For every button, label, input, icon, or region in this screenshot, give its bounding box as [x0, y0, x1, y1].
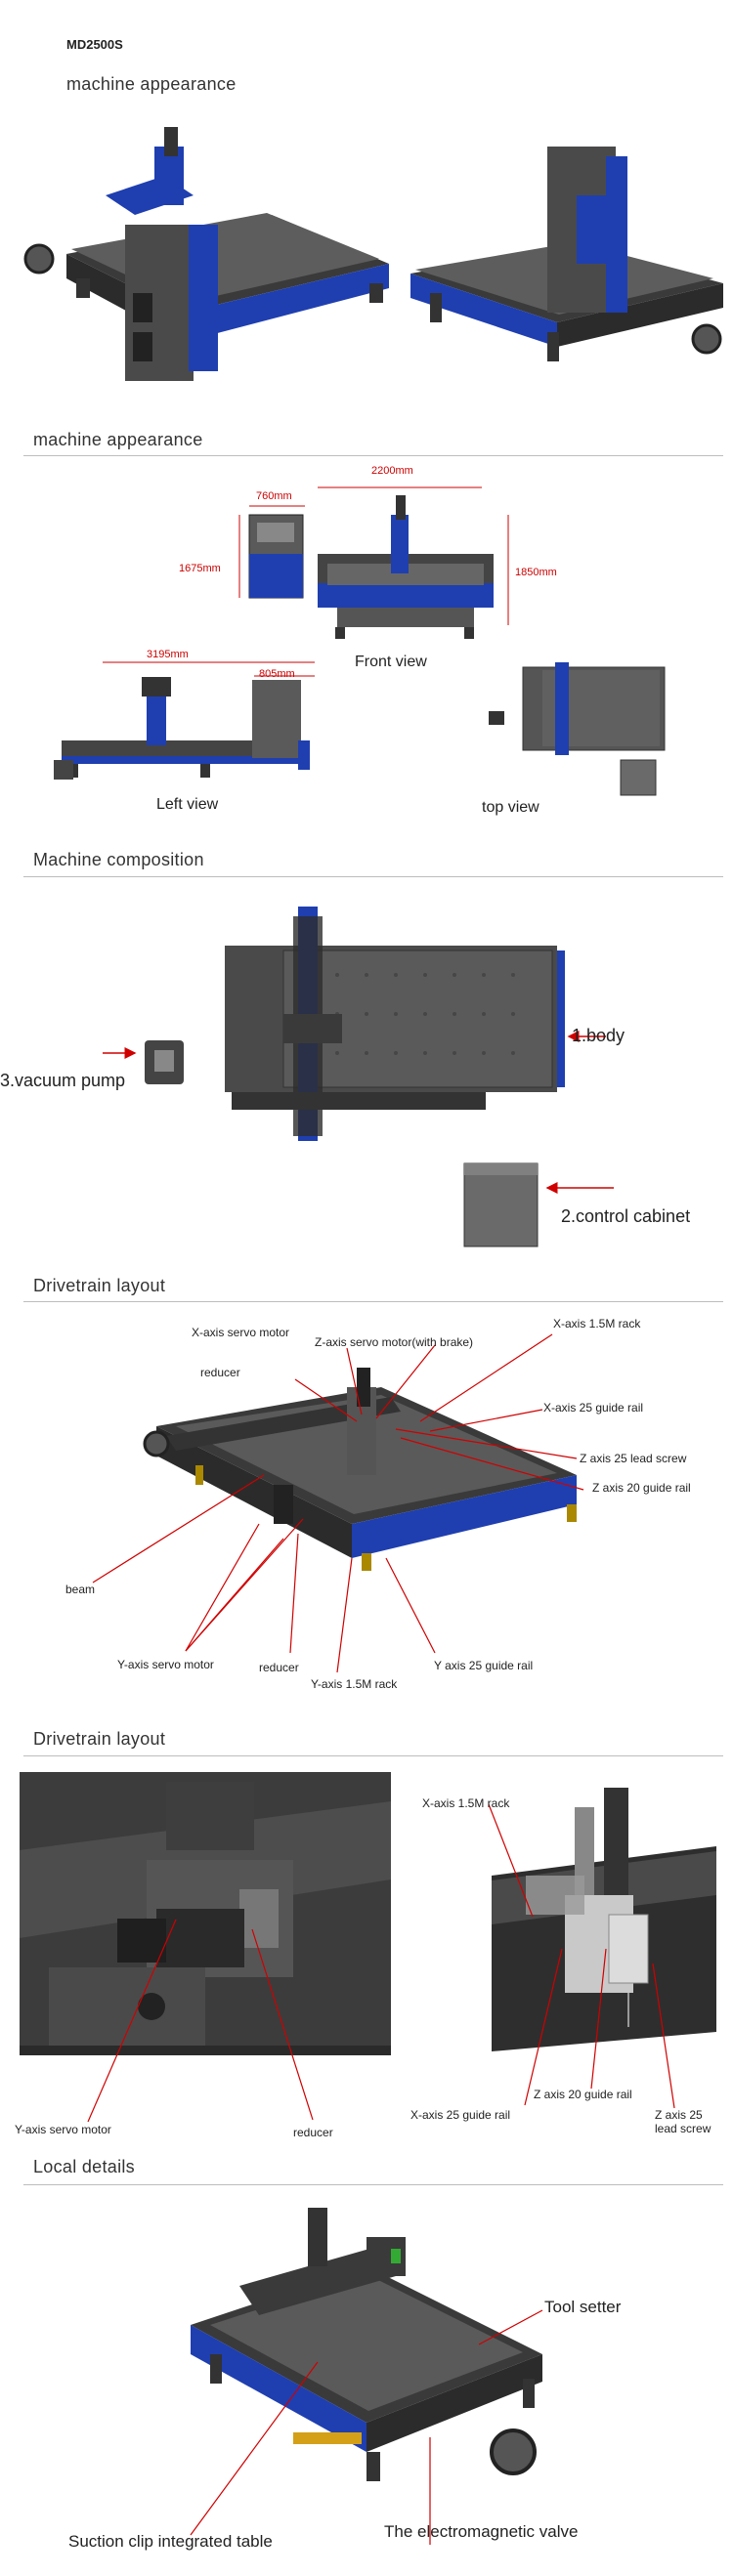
left-view-label: Left view	[156, 796, 219, 813]
label-x-rail: X-axis 25 guide rail	[543, 1401, 644, 1415]
local-details-render	[191, 2208, 542, 2481]
dim-1675: 1675mm	[179, 563, 221, 574]
section-divider	[23, 876, 723, 877]
drivetrain-2-leader-lines	[87, 1803, 675, 2123]
section-title-composition: Machine composition	[33, 850, 204, 869]
dim-805: 805mm	[259, 668, 295, 680]
drivetrain-closeup-right	[492, 1788, 716, 2051]
dim-3195: 3195mm	[147, 649, 189, 660]
label-z-servo: Z-axis servo motor(with brake)	[315, 1335, 474, 1349]
label-z-rail: Z axis 20 guide rail	[592, 1481, 691, 1495]
drivetrain-render-1	[143, 1368, 577, 1571]
label-y-servo-2: Y-axis servo motor	[15, 2123, 111, 2136]
composition-top-view	[225, 907, 565, 1141]
label-control-cabinet: 2.control cabinet	[561, 1206, 691, 1226]
label-y-rack: Y-axis 1.5M rack	[311, 1677, 398, 1691]
label-suction-table: Suction clip integrated table	[68, 2532, 273, 2551]
section-title-appearance: machine appearance	[33, 430, 203, 449]
section-divider	[23, 1301, 723, 1302]
section-divider	[23, 2184, 723, 2185]
section-title-drivetrain-2: Drivetrain layout	[33, 1729, 166, 1749]
front-view-label: Front view	[355, 654, 427, 670]
machine-render-right	[410, 147, 723, 361]
dim-1850: 1850mm	[515, 567, 557, 578]
label-vacuum-pump: 3.vacuum pump	[0, 1071, 126, 1090]
front-view-drawing	[318, 495, 494, 639]
vacuum-pump-icon	[145, 1040, 184, 1084]
dim-lines-cabinet	[103, 486, 509, 677]
label-reducer-bottom: reducer	[259, 1661, 299, 1674]
label-x-rack: X-axis 1.5M rack	[553, 1317, 641, 1330]
machine-render-left	[23, 127, 389, 381]
dim-2200: 2200mm	[371, 465, 413, 477]
label-x-rack-2: X-axis 1.5M rack	[422, 1796, 510, 1810]
label-y-rail: Y axis 25 guide rail	[434, 1659, 534, 1672]
label-beam: beam	[65, 1583, 96, 1596]
label-electromagnetic-valve: The electromagnetic valve	[384, 2522, 579, 2541]
left-view-drawing	[54, 677, 310, 780]
header-title: machine appearance	[66, 74, 237, 94]
label-z-screw: Z axis 25 lead screw	[580, 1452, 687, 1465]
label-tool-setter: Tool setter	[544, 2298, 622, 2316]
label-z-rail-2: Z axis 20 guide rail	[534, 2088, 632, 2101]
dim-760: 760mm	[256, 490, 292, 502]
composition-arrows	[103, 1031, 614, 1194]
drivetrain-1-leader-lines	[92, 1333, 584, 1673]
label-y-servo: Y-axis servo motor	[117, 1658, 214, 1671]
top-view-drawing	[489, 662, 666, 796]
control-cabinet-icon	[463, 1162, 539, 1247]
section-divider	[23, 1755, 723, 1756]
section-title-local-details: Local details	[33, 2157, 135, 2176]
label-x-servo: X-axis servo motor	[192, 1326, 290, 1339]
label-reducer-2: reducer	[293, 2126, 333, 2139]
drivetrain-closeup-left	[20, 1772, 391, 2055]
section-divider	[23, 455, 723, 456]
label-body: 1.body	[572, 1026, 625, 1045]
label-x-rail-2: X-axis 25 guide rail	[410, 2108, 511, 2122]
label-reducer-top: reducer	[200, 1366, 240, 1379]
cabinet-front-drawing	[248, 514, 304, 599]
top-view-label: top view	[482, 799, 539, 816]
section-title-drivetrain-1: Drivetrain layout	[33, 1276, 166, 1295]
model-name: MD2500S	[66, 37, 123, 52]
label-z-screw-2: Z axis 25 lead screw	[655, 2108, 711, 2135]
